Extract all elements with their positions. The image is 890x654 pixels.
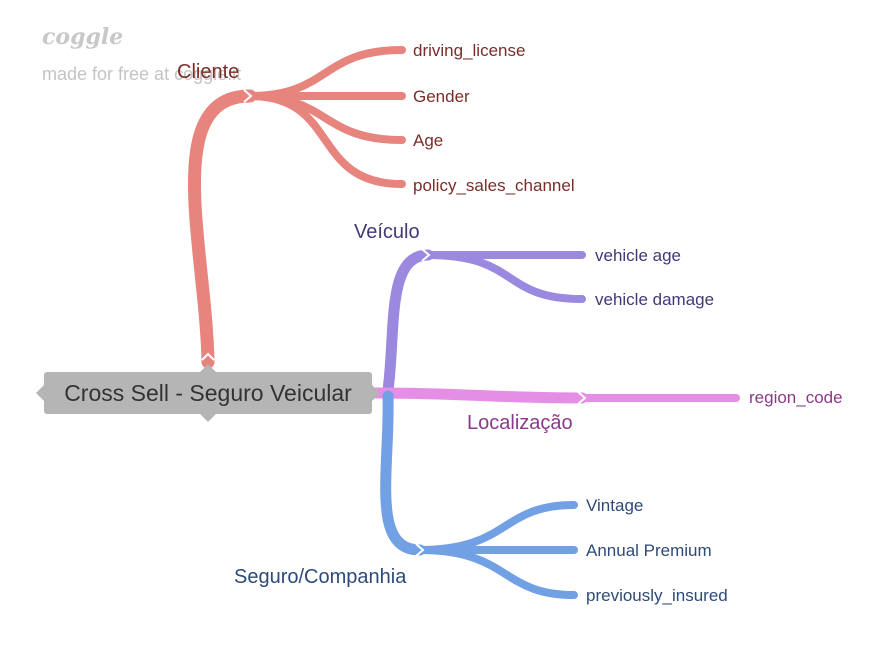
connector-cliente-policy <box>246 92 406 188</box>
connector-cliente-driving-license <box>246 46 406 100</box>
connector-root-veiculo <box>382 249 434 396</box>
junction-marker <box>421 248 431 262</box>
coggle-logo: coggle <box>42 24 124 50</box>
leaf-vehicle-age[interactable]: vehicle age <box>595 246 682 265</box>
connector-root-cliente <box>188 89 257 369</box>
leaf-gender[interactable]: Gender <box>413 87 470 106</box>
leaf-vehicle-damage[interactable]: vehicle damage <box>595 290 715 309</box>
branch-localizacao[interactable]: Localização <box>467 412 573 434</box>
root-notch <box>36 385 44 401</box>
leaf-driving-license[interactable]: driving_license <box>413 41 526 60</box>
watermark-text: made for free at coggle.it <box>42 64 242 84</box>
leaf-annual-premium[interactable]: Annual Premium <box>586 541 712 560</box>
leaf-age[interactable]: Age <box>413 131 444 150</box>
root-notch <box>200 414 216 422</box>
branch-veiculo[interactable]: Veículo <box>354 221 420 243</box>
leaf-vintage[interactable]: Vintage <box>586 496 644 515</box>
branch-cliente[interactable]: Cliente <box>177 61 240 83</box>
root-node[interactable]: Cross Sell - Seguro Veicular <box>44 372 372 414</box>
connector-root-seguro <box>380 390 426 556</box>
leaf-policy-sales-channel[interactable]: policy_sales_channel <box>413 176 575 195</box>
junction-marker <box>415 543 425 557</box>
root-notch <box>200 364 216 372</box>
connector-seguro-vintage <box>416 501 578 554</box>
connector-root-localizacao <box>370 387 588 404</box>
leaf-region-code[interactable]: region_code <box>749 388 843 407</box>
connector-veiculo-vehicle-damage <box>424 251 586 303</box>
branch-seguro-companhia[interactable]: Seguro/Companhia <box>234 566 407 588</box>
junction-marker <box>577 391 587 405</box>
junction-marker <box>243 89 253 103</box>
junction-marker <box>201 352 215 361</box>
connector-cliente-age <box>246 92 406 144</box>
leaf-previously-insured[interactable]: previously_insured <box>586 586 728 605</box>
root-notch <box>372 385 380 401</box>
connector-seguro-previously-insured <box>416 546 578 599</box>
